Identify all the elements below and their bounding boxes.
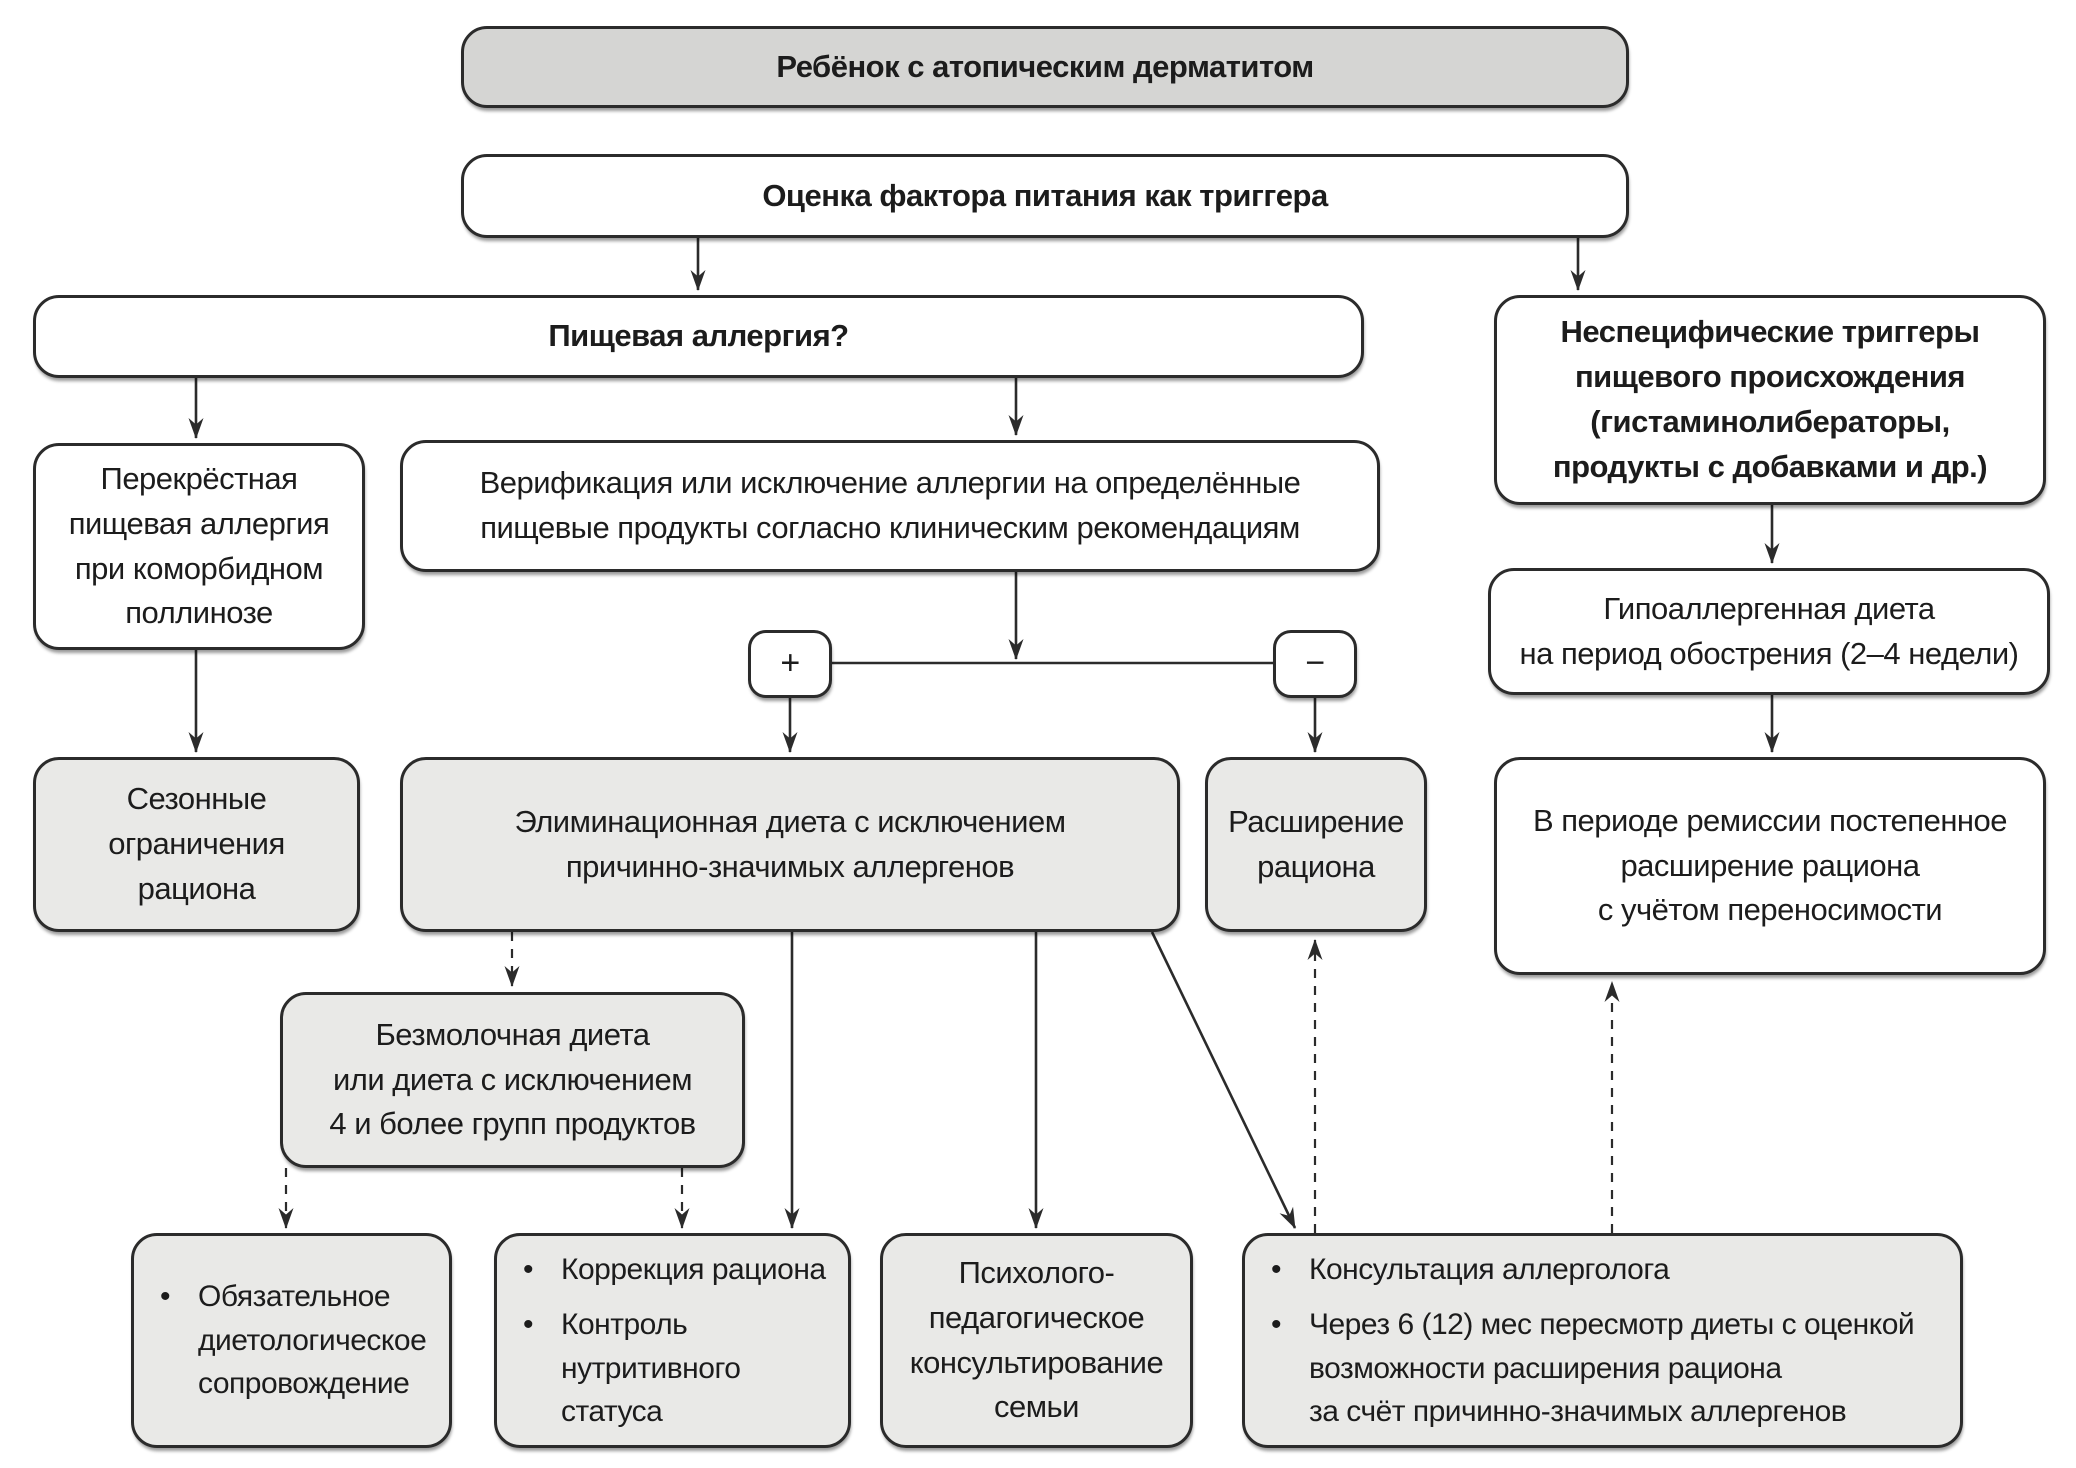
bullet-dot: • [1271, 1308, 1282, 1341]
node-label: Элиминационная диета с исключением причи… [514, 803, 1066, 884]
bullet-dot: • [1271, 1252, 1282, 1286]
node-remission-expansion: В периоде ремиссии постепенное расширени… [1494, 757, 2046, 975]
bullet-text: Обязательное диетологическое сопровожден… [198, 1280, 427, 1401]
node-food-allergy-question: Пищевая аллергия? [33, 295, 1364, 378]
node-cross-food-allergy: Перекрёстная пищевая аллергия при коморб… [33, 443, 365, 650]
node-label: Верификация или исключение аллергии на о… [479, 465, 1301, 545]
node-label: Ребёнок с атопическим дерматитом [776, 48, 1314, 84]
node-diet-correction: • Коррекция рациона • Контроль нутритивного… [494, 1233, 851, 1448]
node-minus-result: − [1273, 630, 1357, 698]
bullet-item: • Коррекция рациона [523, 1248, 834, 1292]
node-plus-result: + [748, 630, 832, 698]
node-nutrition-trigger-assessment: Оценка фактора питания как триггера [461, 154, 1629, 238]
bullet-dot: • [523, 1308, 534, 1341]
bullet-text: Консультация аллерголога [1309, 1252, 1670, 1286]
node-label: Оценка фактора питания как триггера [762, 177, 1328, 213]
node-label: Неспецифические триггеры пищевого происх… [1552, 314, 1988, 484]
node-label: Перекрёстная пищевая аллергия при коморб… [68, 460, 330, 631]
node-label: Расширение рациона [1228, 803, 1404, 884]
bullet-dot: • [160, 1280, 171, 1314]
node-elimination-diet: Элиминационная диета с исключением причи… [400, 757, 1180, 932]
node-label: Сезонные ограничения рациона [108, 781, 285, 906]
plus-sign: + [780, 644, 800, 683]
node-label: Безмолочная диета или диета с исключение… [329, 1016, 696, 1142]
node-psychological-counseling: Психолого- педагогическое консультирован… [880, 1233, 1193, 1448]
bullet-text: Коррекция рациона [561, 1252, 826, 1286]
node-nonspecific-triggers: Неспецифические триггеры пищевого происх… [1494, 295, 2046, 505]
bullet-text: Через 6 (12) мес пересмотр диеты с оценк… [1309, 1308, 1915, 1428]
node-label: Психолого- педагогическое консультирован… [909, 1254, 1164, 1425]
bullet-list: • Консультация аллерголога • Через 6 (12) м… [1271, 1244, 1946, 1437]
node-seasonal-restrictions: Сезонные ограничения рациона [33, 757, 360, 932]
bullet-dot: • [523, 1252, 534, 1286]
minus-sign: − [1305, 644, 1325, 683]
node-allergy-verification: Верификация или исключение аллергии на о… [400, 440, 1380, 572]
bullet-text: Контроль нутритивного статуса [561, 1308, 741, 1428]
bullet-item: • Контроль нутритивного статуса [523, 1303, 834, 1434]
bullet-list: • Обязательное диетологическое сопровожде… [160, 1244, 435, 1437]
node-hypoallergenic-diet: Гипоаллергенная диета на период обострен… [1488, 568, 2050, 695]
node-label: Гипоаллергенная диета на период обострен… [1519, 590, 2019, 671]
node-dairy-free-diet: Безмолочная диета или диета с исключение… [280, 992, 745, 1168]
node-dietology-support: • Обязательное диетологическое сопровожде… [131, 1233, 452, 1448]
node-child-atopic-dermatitis: Ребёнок с атопическим дерматитом [461, 26, 1629, 108]
node-label: В периоде ремиссии постепенное расширени… [1532, 802, 2008, 928]
bullet-list: • Коррекция рациона • Контроль нутритивного… [523, 1244, 834, 1437]
bullet-item: • Обязательное диетологическое сопровожде… [160, 1275, 435, 1406]
node-label: Пищевая аллергия? [548, 318, 849, 354]
bullet-item: • Через 6 (12) мес пересмотр диеты с оцен… [1271, 1303, 1946, 1434]
bullet-item: • Консультация аллерголога [1271, 1248, 1946, 1292]
node-allergist-consultation: • Консультация аллерголога • Через 6 (12) м… [1242, 1233, 1963, 1448]
node-diet-expansion: Расширение рациона [1205, 757, 1427, 932]
